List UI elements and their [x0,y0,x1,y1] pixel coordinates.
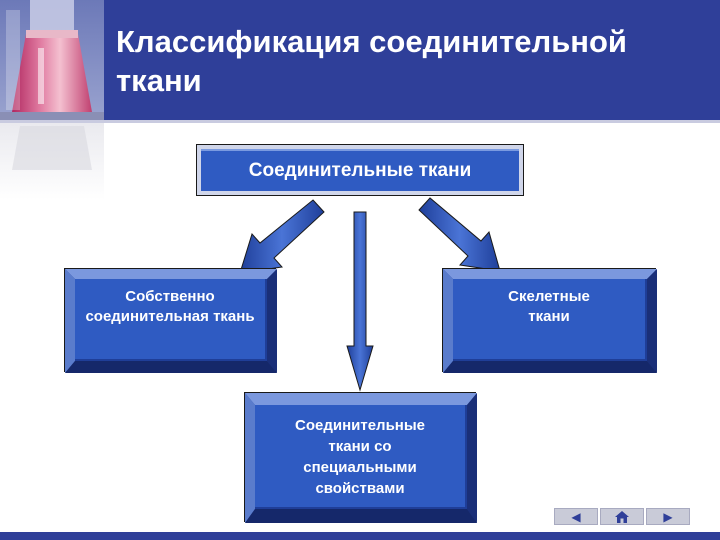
child-box-special: Соединительные ткани со специальными сво… [244,392,477,523]
child-label-skeletal: Скелетные ткани [453,279,645,359]
arrow-right [418,197,501,272]
next-button[interactable]: ▶ [646,508,690,525]
bevel-frame [443,269,657,373]
arrow-center [346,211,374,392]
bevel-frame [65,269,277,373]
header-divider [0,120,720,123]
slide-title: Классификация соединительной ткани [116,24,627,98]
slide-header [0,0,720,120]
slide-footer [0,532,720,540]
child-label-special: Соединительные ткани со специальными сво… [255,405,465,507]
arrow-left [239,199,325,274]
flask-image [0,0,104,200]
prev-arrow-icon: ◀ [571,509,581,524]
child-box-skeletal: Скелетные ткани [442,268,657,373]
next-arrow-icon: ▶ [663,509,673,524]
child-label-proper: Собственно соединительная ткань [75,279,265,359]
home-icon [615,510,629,523]
home-button[interactable] [600,508,644,525]
root-label: Соединительные ткани [201,149,519,191]
root-box: Соединительные ткани [196,144,524,196]
prev-button[interactable]: ◀ [554,508,598,525]
bevel-frame [245,393,477,523]
child-box-proper: Собственно соединительная ткань [64,268,277,373]
